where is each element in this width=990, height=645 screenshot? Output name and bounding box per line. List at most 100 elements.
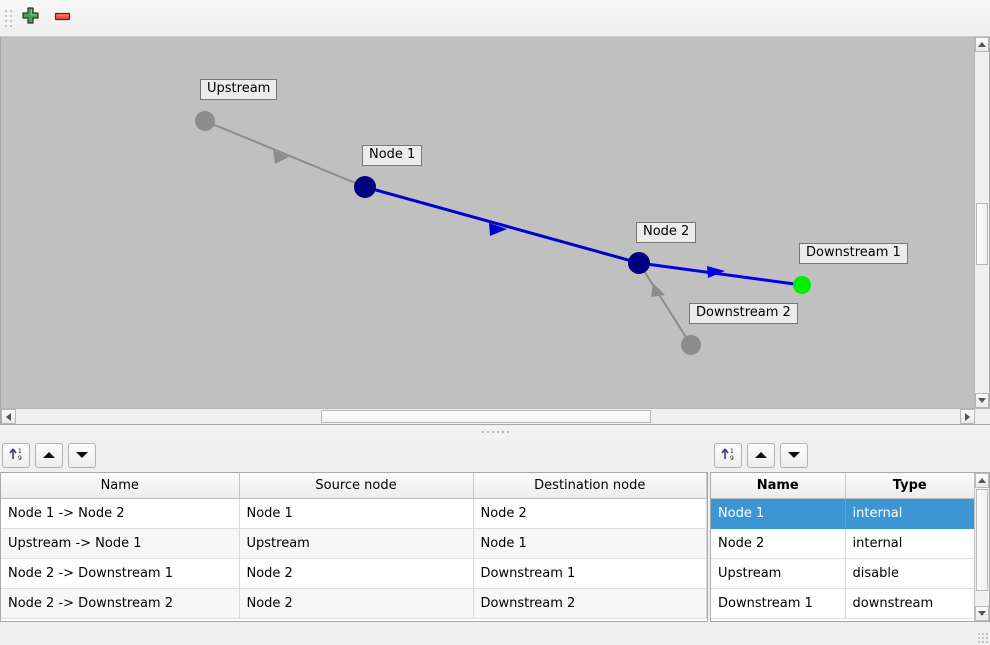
graph-label-node1: Node 1 [362, 145, 423, 166]
triangle-down-icon [75, 449, 89, 463]
triangle-up-icon [42, 449, 56, 463]
nodes-scroll-thumb[interactable] [976, 489, 988, 591]
graph-horizontal-scrollbar[interactable] [1, 408, 990, 424]
links-cell-source[interactable]: Node 2 [239, 588, 474, 619]
table-row[interactable]: Upstream -> Node 1 Upstream Node 1 [1, 528, 707, 559]
links-column-header-source[interactable]: Source node [239, 473, 474, 499]
nodes-cell-type[interactable]: disable [845, 558, 975, 589]
graph-node-downstream2[interactable] [681, 335, 701, 355]
edge-node2-downstream2 [638, 262, 692, 346]
graph-canvas[interactable]: Upstream Node 1 Node 2 Downstream 1 Down… [1, 37, 975, 423]
links-cell-destination[interactable]: Downstream 2 [473, 588, 707, 619]
table-row[interactable]: Node 2 internal [711, 528, 975, 559]
links-table-header-row: Name Source node Destination node [1, 473, 707, 499]
nodes-move-down-button[interactable] [780, 443, 808, 468]
table-row[interactable]: Node 1 -> Node 2 Node 1 Node 2 [1, 498, 707, 529]
nodes-table-header-row: Name Type [711, 473, 975, 499]
triangle-down-icon [787, 449, 801, 463]
table-row[interactable]: Node 1 internal [711, 498, 975, 529]
links-cell-source[interactable]: Upstream [239, 528, 474, 559]
nodes-cell-name[interactable]: Node 2 [711, 528, 846, 559]
graph-node-node2[interactable] [628, 252, 650, 274]
triangle-left-icon [6, 412, 11, 421]
links-cell-name[interactable]: Upstream -> Node 1 [1, 528, 240, 559]
remove-icon [53, 7, 72, 29]
triangle-down-icon [978, 611, 986, 616]
links-cell-source[interactable]: Node 1 [239, 498, 474, 529]
triangle-down-icon [978, 398, 986, 403]
graph-node-node1[interactable] [354, 176, 376, 198]
table-row[interactable]: Downstream 1 downstream [711, 588, 975, 619]
window-resize-grip[interactable] [978, 633, 988, 643]
graph-label-node2: Node 2 [636, 222, 697, 243]
links-toolbar: 1 9 [2, 443, 96, 468]
nodes-table: Name Type Node 1 internal Node 2 interna… [711, 473, 975, 619]
nodes-cell-name[interactable]: Upstream [711, 558, 846, 589]
horizontal-scroll-thumb[interactable] [321, 410, 651, 423]
table-row[interactable]: Node 2 -> Downstream 2 Node 2 Downstream… [1, 588, 707, 619]
nodes-sort-button[interactable]: 1 9 [714, 443, 742, 468]
nodes-cell-name[interactable]: Downstream 1 [711, 588, 846, 619]
links-move-down-button[interactable] [68, 443, 96, 468]
nodes-cell-type[interactable]: internal [845, 528, 975, 559]
nodes-cell-name[interactable]: Node 1 [711, 498, 846, 529]
sort-icon: 1 9 [720, 446, 736, 465]
links-column-header-name[interactable]: Name [1, 473, 240, 499]
svg-text:1: 1 [730, 448, 734, 455]
scroll-down-button[interactable] [975, 393, 989, 408]
scroll-up-button[interactable] [975, 473, 989, 488]
links-table-container[interactable]: Name Source node Destination node Node 1… [0, 472, 708, 622]
main-toolbar [0, 0, 990, 37]
scroll-down-button[interactable] [975, 606, 989, 621]
nodes-panel: 1 9 Name [710, 439, 990, 631]
nodes-table-scrollbar[interactable] [974, 473, 989, 621]
links-cell-source[interactable]: Node 2 [239, 558, 474, 589]
scroll-up-button[interactable] [975, 37, 989, 52]
triangle-right-icon [965, 412, 970, 421]
edge-node1-node2 [364, 185, 640, 265]
nodes-column-header-type[interactable]: Type [845, 473, 975, 499]
add-icon [21, 7, 40, 29]
table-row[interactable]: Upstream disable [711, 558, 975, 589]
scrollbar-corner [974, 408, 989, 424]
remove-button[interactable] [47, 4, 77, 32]
links-sort-button[interactable]: 1 9 [2, 443, 30, 468]
nodes-cell-type[interactable]: downstream [845, 588, 975, 619]
scroll-right-button[interactable] [960, 409, 975, 424]
svg-text:9: 9 [730, 455, 734, 462]
scroll-left-button[interactable] [1, 409, 16, 424]
edge-upstream-node1 [204, 120, 366, 188]
links-column-header-destination[interactable]: Destination node [473, 473, 707, 499]
links-cell-name[interactable]: Node 2 -> Downstream 1 [1, 558, 240, 589]
links-cell-name[interactable]: Node 1 -> Node 2 [1, 498, 240, 529]
table-row[interactable]: Node 2 -> Downstream 1 Node 2 Downstream… [1, 558, 707, 589]
links-cell-destination[interactable]: Node 1 [473, 528, 707, 559]
splitter-grip [481, 431, 509, 433]
toolbar-drag-handle[interactable] [3, 7, 13, 29]
triangle-up-icon [754, 449, 768, 463]
triangle-up-icon [978, 478, 986, 483]
nodes-move-up-button[interactable] [747, 443, 775, 468]
nodes-cell-type[interactable]: internal [845, 498, 975, 529]
graph-view[interactable]: Upstream Node 1 Node 2 Downstream 1 Down… [0, 37, 990, 425]
edge-node2-downstream1 [638, 261, 803, 287]
links-cell-destination[interactable]: Downstream 1 [473, 558, 707, 589]
links-cell-name[interactable]: Node 2 -> Downstream 2 [1, 588, 240, 619]
graph-label-upstream: Upstream [200, 79, 278, 100]
sort-icon: 1 9 [8, 446, 24, 465]
links-move-up-button[interactable] [35, 443, 63, 468]
nodes-column-header-name[interactable]: Name [711, 473, 846, 499]
horizontal-splitter[interactable] [0, 425, 990, 439]
graph-node-upstream[interactable] [195, 111, 215, 131]
graph-vertical-scrollbar[interactable] [974, 37, 989, 408]
vertical-scroll-thumb[interactable] [976, 203, 988, 265]
add-button[interactable] [15, 4, 45, 32]
graph-node-downstream1[interactable] [793, 276, 811, 294]
triangle-up-icon [978, 42, 986, 47]
links-panel: 1 9 Name [0, 439, 708, 631]
nodes-table-container[interactable]: Name Type Node 1 internal Node 2 interna… [710, 472, 990, 622]
graph-label-downstream1: Downstream 1 [799, 243, 908, 264]
links-cell-destination[interactable]: Node 2 [473, 498, 707, 529]
graph-label-downstream2: Downstream 2 [689, 303, 798, 324]
